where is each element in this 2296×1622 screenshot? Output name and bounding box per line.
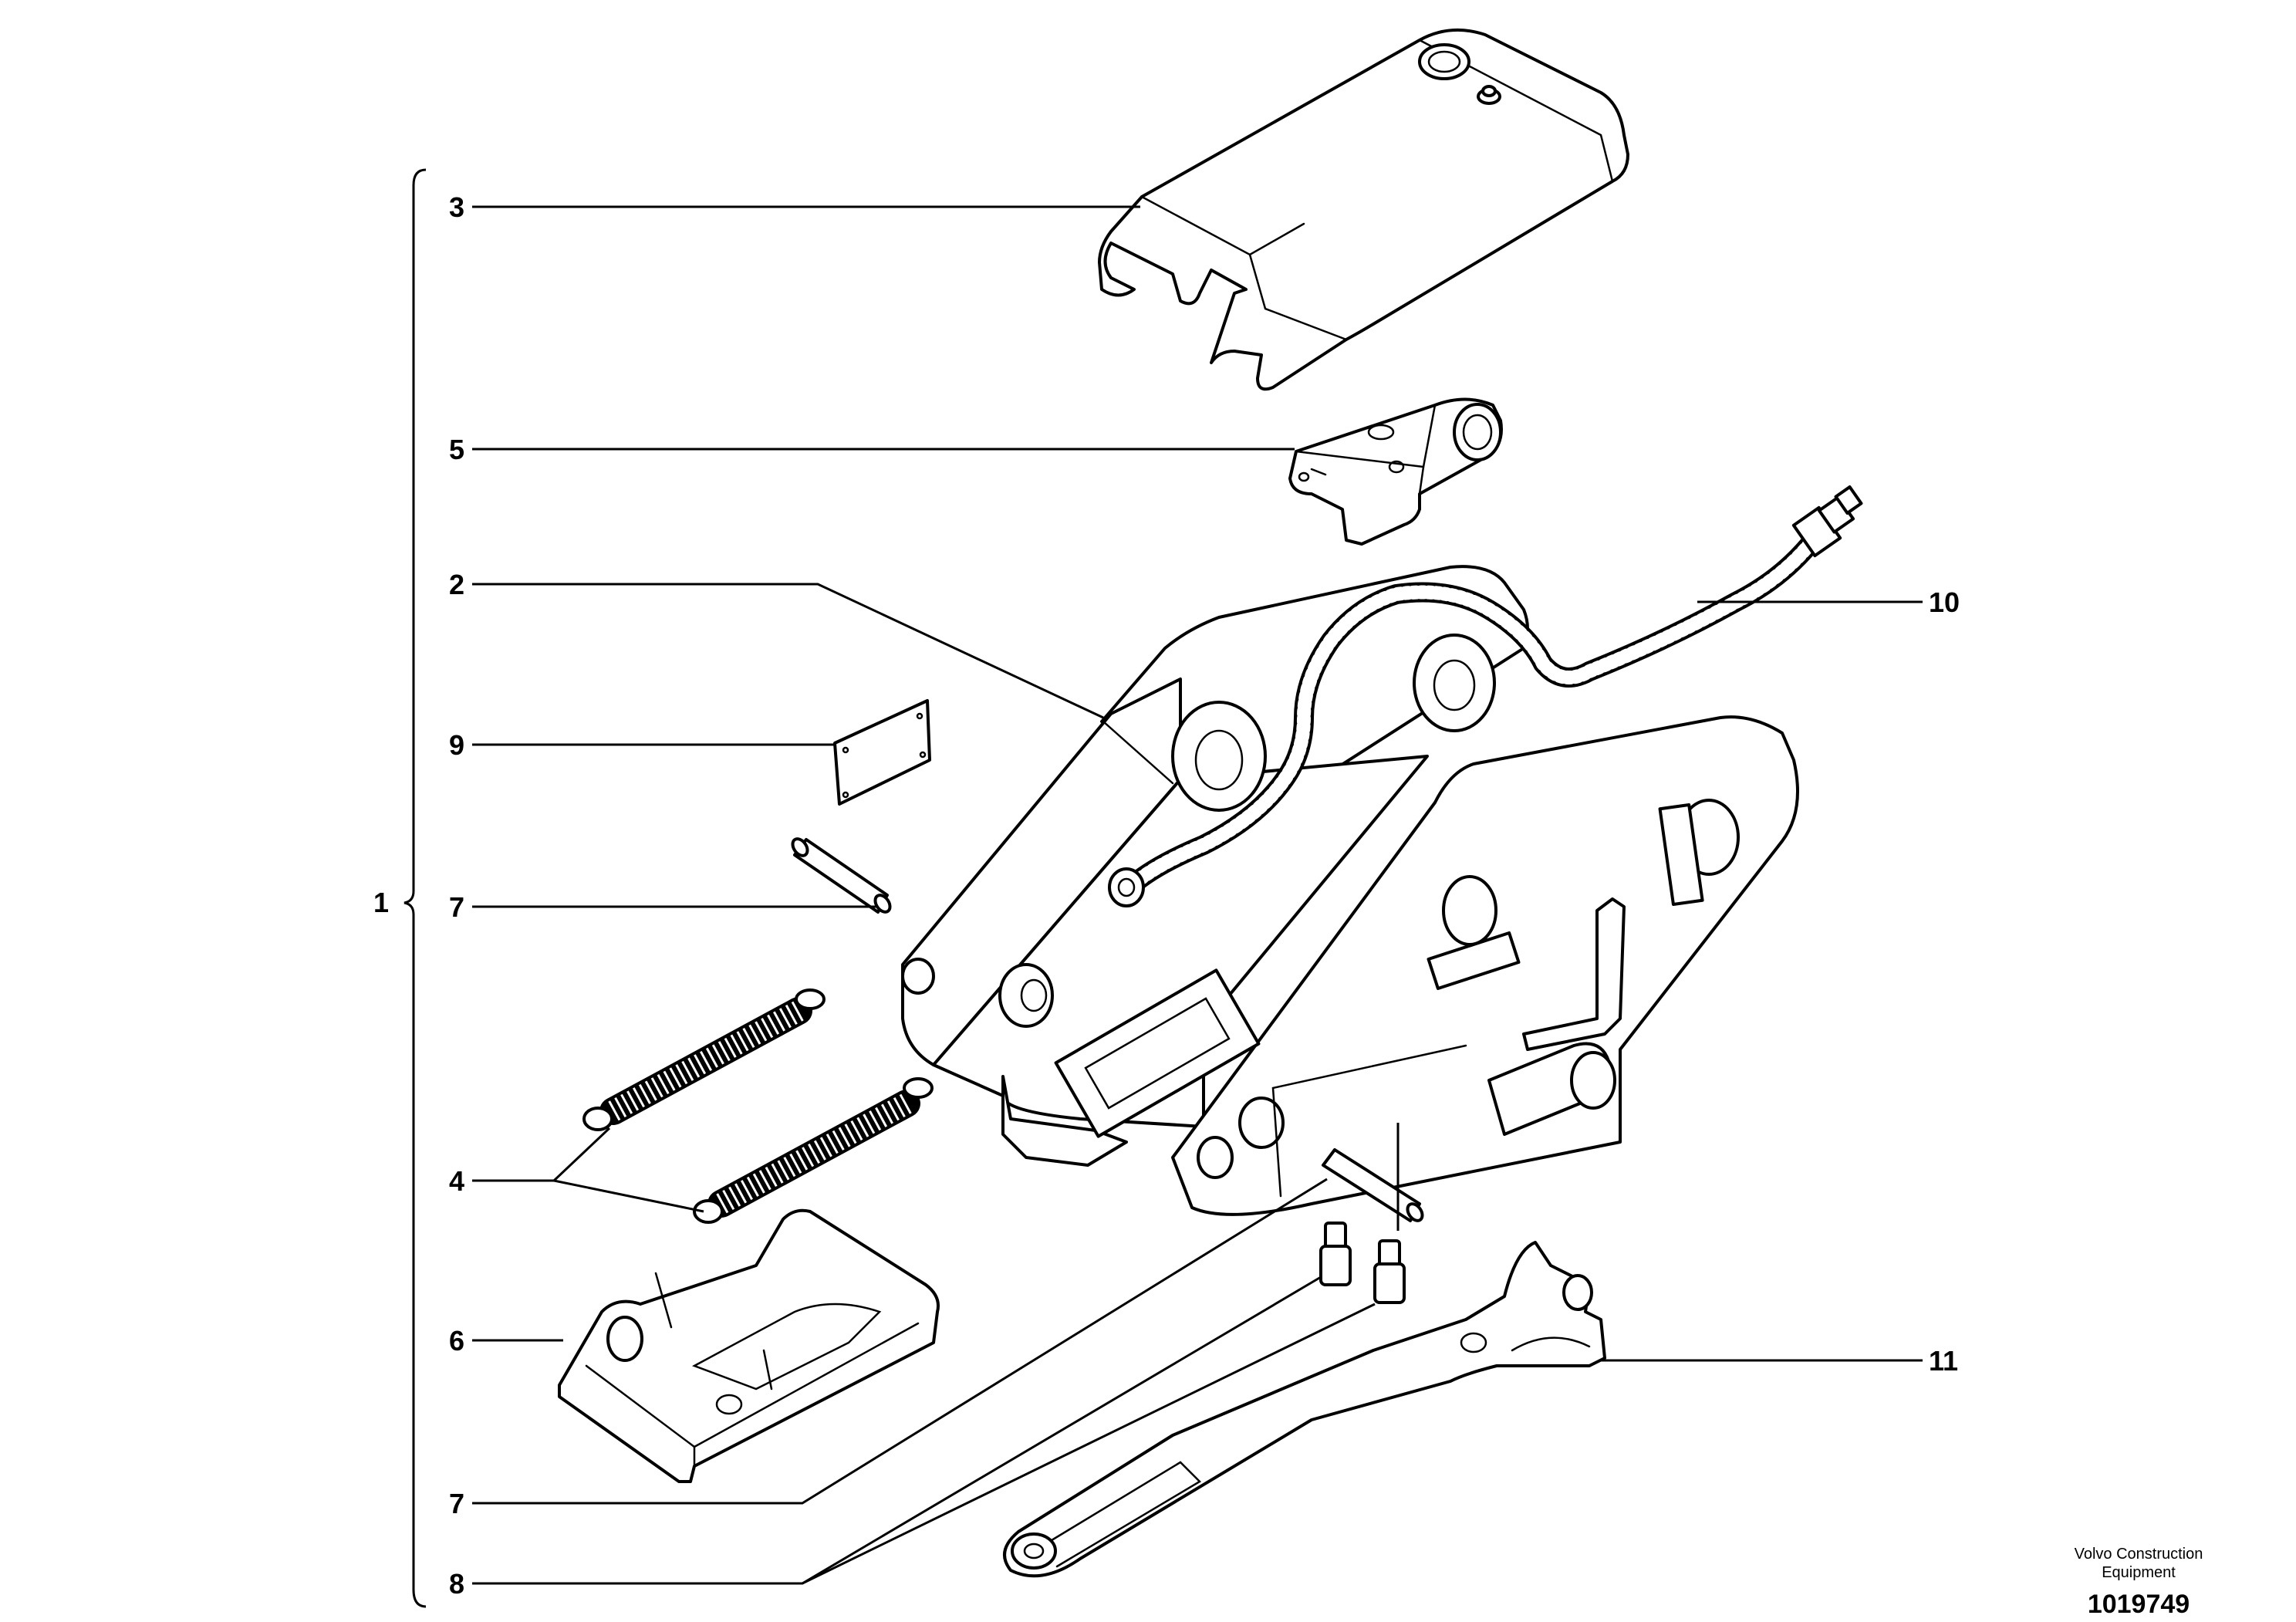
callout-1: 1 <box>373 887 389 918</box>
part-lever <box>1003 1241 1606 1578</box>
part-coupler-frame <box>901 565 1799 1216</box>
part-valve <box>1288 397 1503 546</box>
callout-7-lower: 7 <box>449 1488 464 1519</box>
part-lower-frame <box>558 1208 940 1483</box>
company-name-line2: Equipment <box>2102 1564 2176 1581</box>
callout-2: 2 <box>449 569 464 600</box>
part-plate <box>833 699 931 806</box>
callout-7-upper: 7 <box>449 891 464 923</box>
callout-10: 10 <box>1929 586 1960 618</box>
callout-3: 3 <box>449 191 464 223</box>
callout-11: 11 <box>1929 1345 1958 1377</box>
part-bolts <box>1319 1222 1406 1304</box>
drawing-number: 1019749 <box>2088 1590 2190 1619</box>
callout-4: 4 <box>449 1165 464 1197</box>
part-pin-upper <box>791 837 892 914</box>
company-name-line1: Volvo Construction <box>2075 1546 2203 1563</box>
part-pin-lower <box>1322 1148 1424 1222</box>
part-hose <box>1108 485 1863 907</box>
callout-9: 9 <box>449 729 464 761</box>
callout-5: 5 <box>449 434 464 465</box>
part-cover <box>1098 28 1629 391</box>
callout-6: 6 <box>449 1325 464 1357</box>
assembly-bracket <box>403 168 427 1608</box>
leader-lines <box>472 205 1923 1585</box>
part-springs <box>582 988 934 1224</box>
callout-8: 8 <box>449 1568 464 1600</box>
